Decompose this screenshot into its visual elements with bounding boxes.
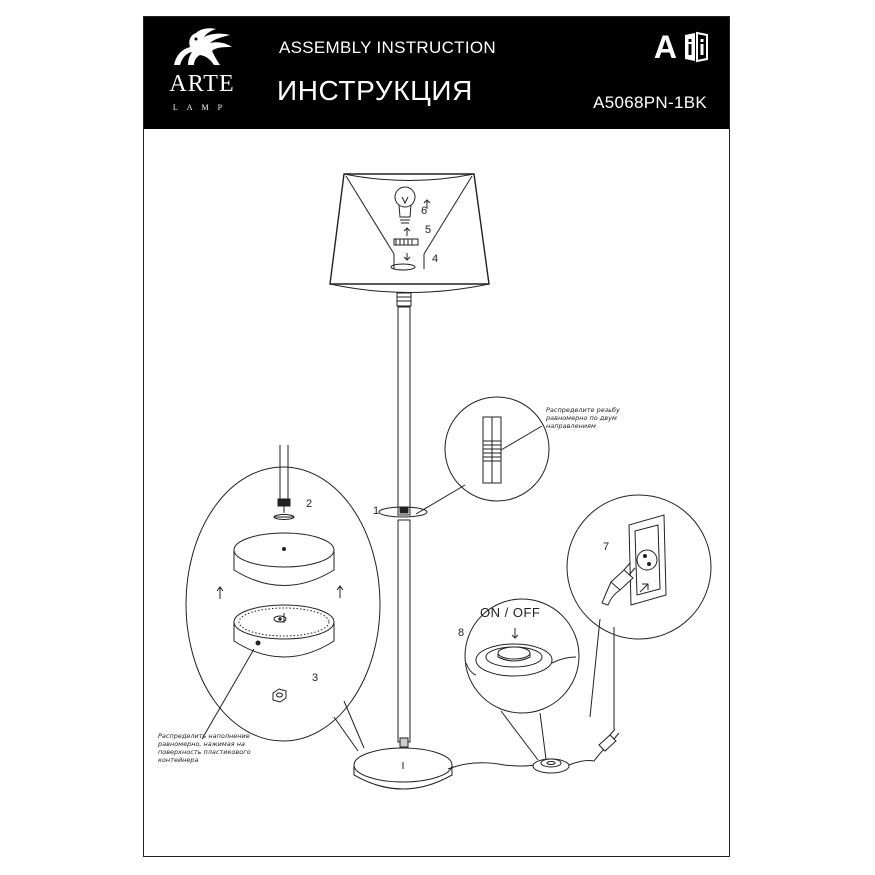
lamp-shade xyxy=(329,173,490,293)
socket-ring xyxy=(390,263,416,271)
step-8-label: 8 xyxy=(458,627,465,639)
manual-book-icon xyxy=(685,31,708,63)
assembly-drawing xyxy=(185,173,712,790)
threaded-neck xyxy=(396,292,412,307)
ring-washer xyxy=(393,238,419,246)
language-letter: A xyxy=(653,29,677,65)
switch-detail-circle xyxy=(464,598,580,714)
griffin-logo-icon xyxy=(174,28,232,65)
pole-upper xyxy=(397,306,411,516)
step-5-label: 5 xyxy=(425,224,432,236)
brand-subname: LAMP xyxy=(172,103,232,112)
thread-note: Распределите резьбу равномерно по двум н… xyxy=(546,406,620,430)
base-container xyxy=(233,604,335,658)
switch-label: ON / OFF xyxy=(480,605,541,620)
step-7-label: 7 xyxy=(603,541,610,553)
base-disc-top xyxy=(233,532,335,586)
lamp-base xyxy=(353,747,453,790)
header-bar: ARTE LAMP ASSEMBLY INSTRUCTION ИНСТРУКЦИ… xyxy=(144,17,729,129)
step-6-label: 6 xyxy=(421,205,428,217)
step-3-label: 3 xyxy=(312,672,319,684)
instruction-sheet: ARTE LAMP ASSEMBLY INSTRUCTION ИНСТРУКЦИ… xyxy=(143,16,730,857)
power-cord xyxy=(447,762,535,770)
foot-switch xyxy=(532,758,570,774)
wall-socket-icon xyxy=(628,514,667,606)
brand-name: ARTE xyxy=(169,71,235,97)
title-english: ASSEMBLY INSTRUCTION xyxy=(279,38,496,57)
socket-detail-circle xyxy=(566,494,712,640)
step-1-label: 1 xyxy=(373,505,380,517)
step-4-label: 4 xyxy=(432,253,439,265)
thread-detail-circle xyxy=(444,396,550,502)
step-2-label: 2 xyxy=(306,498,313,510)
model-number: A5068PN-1BK xyxy=(593,93,707,112)
plug-bottom-icon xyxy=(598,728,620,752)
title-russian: ИНСТРУКЦИЯ xyxy=(277,75,473,106)
bulb-icon xyxy=(394,186,416,224)
plug-icon xyxy=(601,562,636,606)
pole-lower xyxy=(397,519,411,743)
filling-note: Распределить наполнение равномерно, нажи… xyxy=(158,732,251,764)
base-detail-oval xyxy=(185,466,381,742)
nut-icon xyxy=(272,688,287,703)
